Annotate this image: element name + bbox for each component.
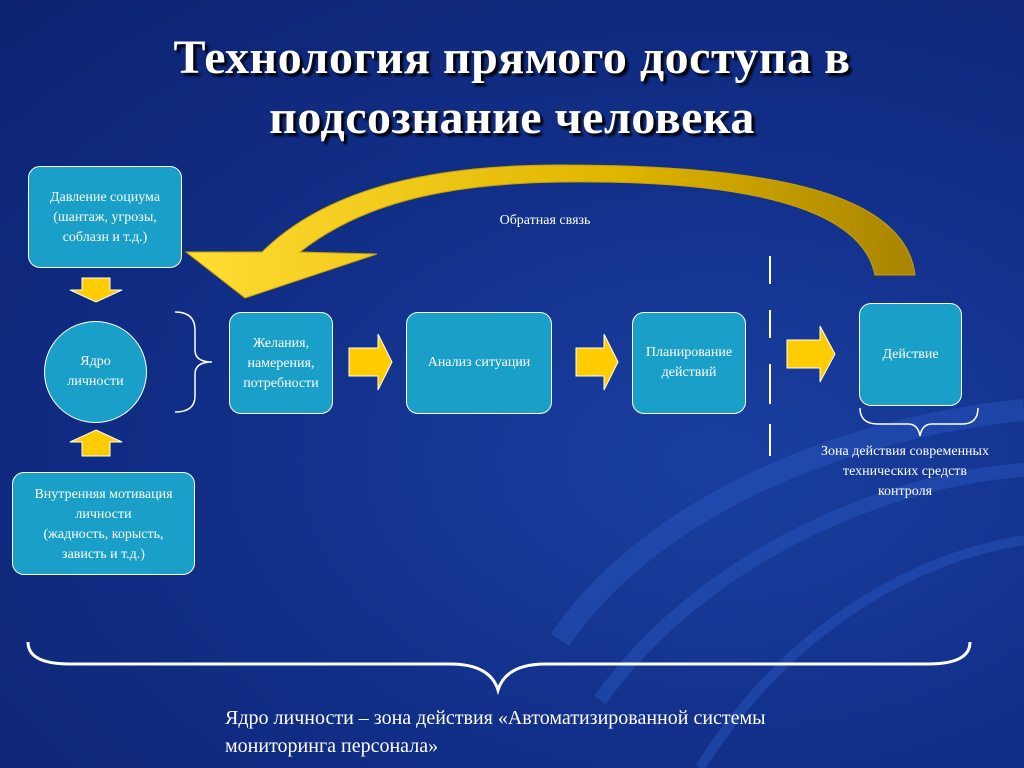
zone-line: Зона действия современных — [821, 444, 989, 459]
box-line: действий — [661, 365, 717, 380]
caption-line: Ядро личности – зона действия «Автоматиз… — [225, 707, 766, 729]
core-line: Ядро — [80, 354, 111, 369]
box-line: Давление социума — [49, 190, 161, 205]
action-box: Действие — [859, 303, 962, 406]
box-line: (жадность, корысть, — [43, 527, 164, 542]
title-line: подсознание человека — [269, 91, 755, 144]
feedback-label: Обратная связь — [499, 213, 591, 228]
control-zone-label: Зона действия современных технических ср… — [790, 442, 1020, 502]
box-line: Анализ ситуации — [427, 355, 531, 370]
title-line: Технология прямого доступа в — [173, 31, 851, 84]
box-line: Желания, — [252, 336, 310, 351]
arrow-right-icon — [575, 333, 619, 391]
box-line: зависть и т.д.) — [62, 547, 145, 562]
arrow-up-icon — [69, 429, 123, 457]
arrow-down-icon — [69, 277, 123, 303]
bottom-caption: Ядро личности – зона действия «Автоматиз… — [225, 704, 945, 760]
zone-line: контроля — [877, 484, 933, 499]
core-circle: Ядро личности — [44, 321, 147, 423]
box-line: Планирование — [645, 345, 733, 360]
action-bracket — [859, 407, 979, 437]
caption-line: мониторинга персонала» — [225, 735, 439, 757]
box-line: намерения, — [247, 356, 315, 371]
arrow-right-icon — [348, 333, 393, 391]
planning-box: Планирование действий — [632, 312, 746, 414]
feedback-arrow — [184, 164, 916, 299]
core-line: личности — [67, 374, 124, 389]
background-swirl — [550, 399, 1024, 768]
box-line: (шантаж, угрозы, — [53, 210, 157, 225]
desires-box: Желания, намерения, потребности — [229, 312, 333, 414]
arrow-right-icon — [786, 325, 836, 383]
inner-motivation-box: Внутренняя мотивация личности (жадность,… — [12, 472, 195, 575]
box-line: соблазн и т.д.) — [62, 230, 148, 245]
analysis-box: Анализ ситуации — [406, 312, 552, 414]
box-line: Внутренняя мотивация — [34, 487, 173, 502]
social-pressure-box: Давление социума (шантаж, угрозы, соблаз… — [28, 166, 182, 268]
slide-title: Технология прямого доступа в подсознание… — [0, 28, 1024, 148]
zone-line: технических средств — [842, 464, 968, 479]
core-bracket — [174, 311, 213, 413]
box-line: потребности — [243, 376, 319, 391]
box-line: личности — [75, 507, 132, 522]
box-line: Действие — [882, 347, 939, 362]
bottom-brace — [26, 641, 972, 696]
